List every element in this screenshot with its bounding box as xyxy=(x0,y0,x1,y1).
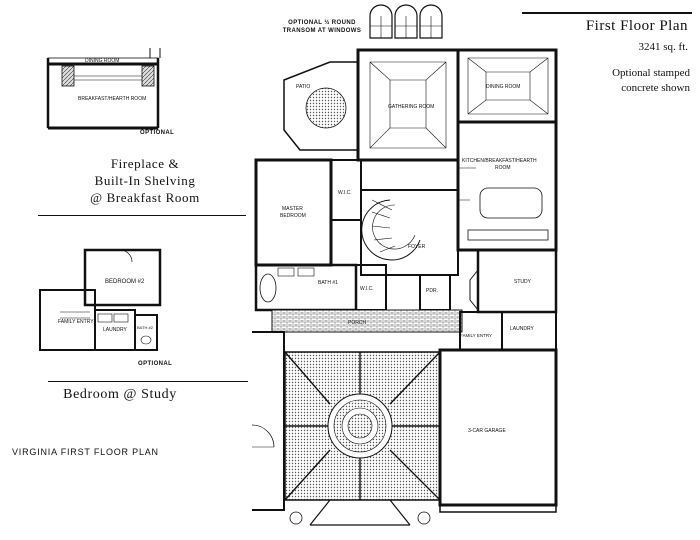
label-gathering-room: GATHERING ROOM xyxy=(388,104,434,110)
fireplace-inset xyxy=(46,48,161,130)
label-family-entry: FAMILY ENTRY xyxy=(460,333,492,338)
label-porch: PORCH xyxy=(348,320,366,326)
square-footage: 3241 sq. ft. xyxy=(638,41,689,53)
label-pdr: PDR. xyxy=(426,288,438,294)
label-wic: W.I.C. xyxy=(338,190,352,196)
label-garage: 3-CAR GARAGE xyxy=(468,428,506,434)
fireplace-callout-line3: @ Breakfast Room xyxy=(90,190,200,205)
inset-bath-label: BATH #2 xyxy=(137,325,154,330)
label-foyer: FOYER xyxy=(408,244,426,250)
inset-breakfast-label: BREAKFAST/HEARTH ROOM xyxy=(78,96,146,102)
fireplace-inset-optional: OPTIONAL xyxy=(140,130,175,136)
title-rule xyxy=(522,12,692,14)
main-plan xyxy=(251,48,558,526)
label-kitchen-line2: ROOM xyxy=(495,165,511,171)
inset-dining-label: DINING ROOM xyxy=(85,58,119,64)
bedroom-callout: Bedroom @ Study xyxy=(63,387,177,402)
fireplace-callout-rule xyxy=(38,215,246,216)
inset-laundry-label: LAUNDRY xyxy=(103,327,127,333)
bedroom-callout-rule xyxy=(48,381,248,382)
label-bath1: BATH #1 xyxy=(318,280,338,286)
fireplace-callout-line2: Built-In Shelving xyxy=(94,173,196,188)
bedroom-inset xyxy=(39,248,162,351)
label-laundry: LAUNDRY xyxy=(510,326,534,332)
bedroom-inset-optional: OPTIONAL xyxy=(138,361,173,367)
inset-bedroom-label: BEDROOM #2 xyxy=(105,279,145,285)
label-master-line1: MASTER xyxy=(282,206,303,212)
room-labels: PATIO GATHERING ROOM DINING ROOM KITCHEN… xyxy=(280,84,537,434)
page-title: First Floor Plan xyxy=(585,18,688,34)
transom-note-line2: TRANSOM AT WINDOWS xyxy=(282,28,362,34)
label-patio: PATIO xyxy=(296,84,310,90)
plan-name: VIRGINIA FIRST FLOOR PLAN xyxy=(12,447,159,457)
stamped-concrete-note-line1: Optional stamped xyxy=(612,67,690,79)
transom-windows xyxy=(369,4,443,39)
label-wic-2: W.I.C. xyxy=(360,286,374,292)
inset-family-entry-label: FAMILY ENTRY xyxy=(58,319,94,325)
label-study: STUDY xyxy=(514,279,532,285)
transom-note-line1: OPTIONAL ½ ROUND xyxy=(288,20,356,26)
label-dining-room: DINING ROOM xyxy=(486,84,520,90)
label-kitchen-line1: KITCHEN/BREAKFAST/HEARTH xyxy=(462,158,537,164)
stamped-concrete-note-line2: concrete shown xyxy=(621,82,690,94)
label-master-line2: BEDROOM xyxy=(280,213,306,219)
fireplace-callout-line1: Fireplace & xyxy=(110,156,180,171)
